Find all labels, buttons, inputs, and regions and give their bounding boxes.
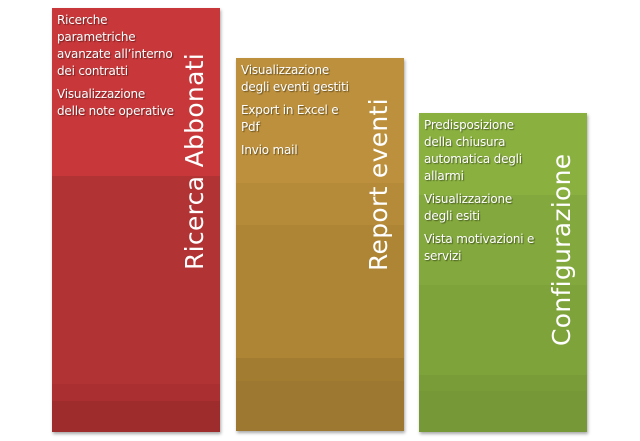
column-band	[419, 391, 587, 432]
column-band	[236, 225, 404, 358]
column-item: Visualizzazione degli esiti	[424, 192, 513, 223]
column-band	[419, 375, 587, 391]
column-item: Visualizzazione delle note operative	[57, 87, 174, 118]
column-configurazione: Predisposizione della chiusura automatic…	[419, 113, 587, 432]
column-title: Configurazione	[547, 153, 576, 346]
column-item: Invio mail	[241, 143, 298, 157]
column-item: Vista motivazioni e servizi	[424, 232, 535, 263]
column-items: Ricerche parametriche avanzate all’inter…	[57, 12, 175, 126]
column-item: Ricerche parametriche avanzate all’inter…	[57, 13, 173, 78]
column-band	[52, 401, 220, 432]
column-band	[236, 381, 404, 431]
column-band	[419, 195, 587, 285]
column-band	[236, 183, 404, 225]
column-item: Export in Excel e Pdf	[241, 103, 339, 134]
column-item: Visualizzazione degli eventi gestiti	[241, 63, 349, 94]
column-band	[419, 285, 587, 375]
column-title: Ricerca Abbonati	[180, 52, 209, 270]
column-items: Predisposizione della chiusura automatic…	[424, 117, 542, 271]
column-band	[52, 384, 220, 401]
column-band	[236, 358, 404, 381]
column-report-eventi: Visualizzazione degli eventi gestiti Exp…	[236, 58, 404, 431]
column-title: Report eventi	[364, 98, 393, 271]
column-ricerca-abbonati: Ricerche parametriche avanzate all’inter…	[52, 8, 220, 432]
column-items: Visualizzazione degli eventi gestiti Exp…	[241, 62, 359, 165]
column-band	[52, 176, 220, 384]
column-item: Predisposizione della chiusura automatic…	[424, 118, 522, 183]
